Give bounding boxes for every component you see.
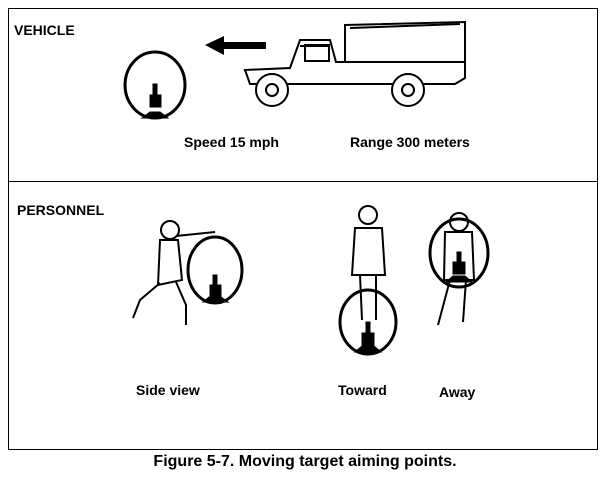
figure-frame [8,8,598,450]
side-view-label: Side view [136,382,200,398]
soldier-side-view [132,220,216,325]
away-label: Away [439,384,476,400]
vehicle-aiming-circle [123,50,187,120]
speed-label: Speed 15 mph [184,134,279,150]
toward-label: Toward [338,382,387,398]
personnel-heading: PERSONNEL [17,202,105,218]
figure-caption: Figure 5-7. Moving target aiming points. [153,453,457,470]
section-divider [8,181,598,182]
soldier-toward [350,205,387,321]
direction-arrow-icon [205,36,266,55]
side-view-aiming-circle [186,235,244,305]
vehicle-heading: VEHICLE [14,22,75,38]
humvee-vehicle [243,20,466,107]
away-aiming-circle [428,217,490,289]
toward-aiming-circle [338,288,398,356]
range-label: Range 300 meters [350,134,470,150]
